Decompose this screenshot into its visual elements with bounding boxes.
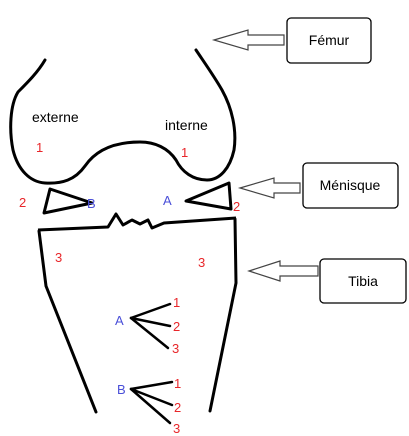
tibia-right-side: [210, 219, 236, 411]
menisque-externe-letter: B: [87, 196, 96, 211]
tibia-label: Tibia: [348, 273, 378, 289]
tibia-left-side: [39, 231, 96, 412]
legend-group-b: B 1 2 3: [117, 376, 181, 436]
legend-b-item: 3: [173, 421, 180, 436]
legend-a-item: 3: [172, 341, 179, 356]
menisque-arrow-icon: [240, 178, 300, 198]
legend-b-item: 1: [174, 376, 181, 391]
meniscus-externe: [44, 189, 92, 213]
externe-label: externe: [32, 109, 79, 125]
femur-arrow-icon: [214, 30, 284, 50]
tibia-arrow-icon: [249, 261, 318, 281]
tibia-interne-number: 3: [198, 255, 205, 270]
legend-b-letter: B: [117, 382, 126, 397]
femur-interne-number: 1: [181, 145, 188, 160]
menisque-interne-number: 2: [233, 199, 240, 214]
menisque-interne-letter: A: [163, 193, 172, 208]
tibia-plateau: [38, 214, 236, 230]
interne-label: interne: [165, 117, 208, 133]
legend-group-a: A 1 2 3: [115, 295, 180, 356]
legend-b-item: 2: [174, 400, 181, 415]
tibia-externe-number: 3: [55, 250, 62, 265]
menisque-externe-number: 2: [19, 195, 26, 210]
femur-externe-number: 1: [36, 140, 43, 155]
femur-label: Fémur: [309, 32, 350, 48]
legend-a-letter: A: [115, 313, 124, 328]
menisque-label: Ménisque: [320, 177, 381, 193]
legend-a-item: 1: [173, 295, 180, 310]
meniscus-interne: [186, 183, 231, 209]
legend-a-item: 2: [173, 319, 180, 334]
